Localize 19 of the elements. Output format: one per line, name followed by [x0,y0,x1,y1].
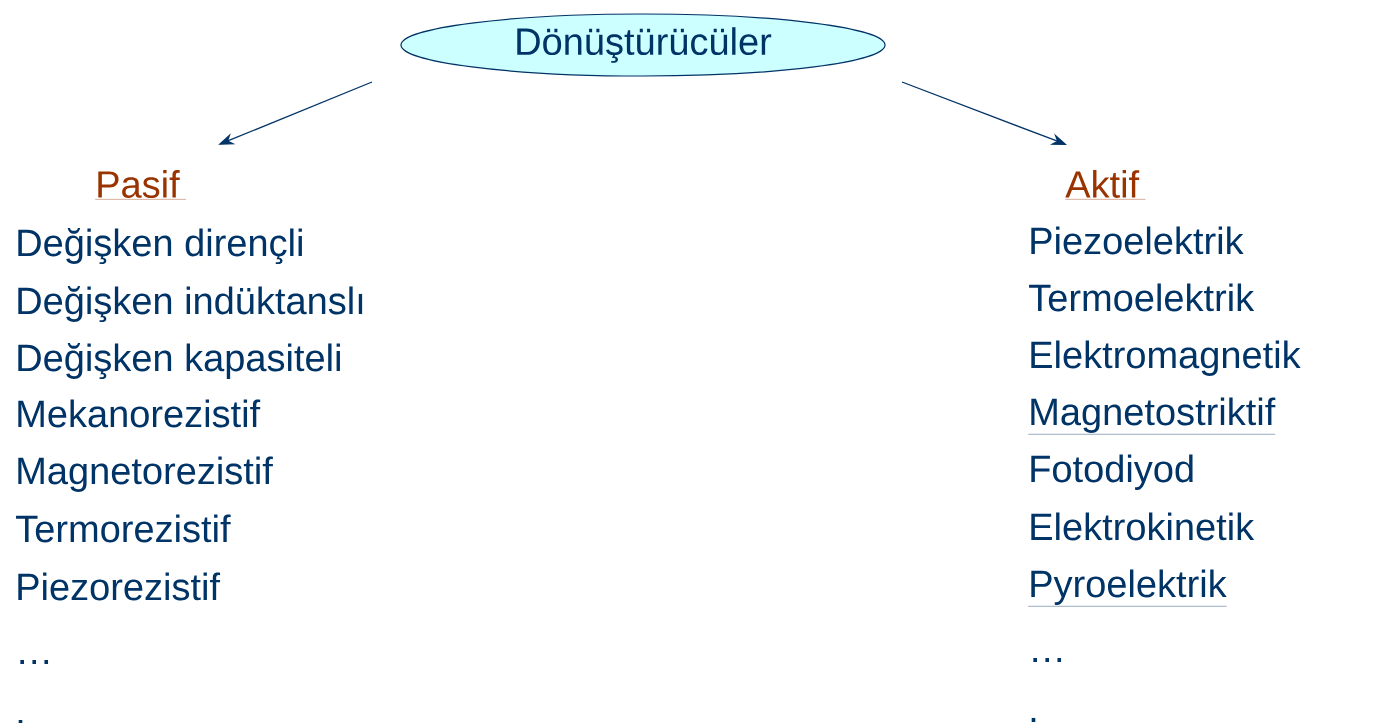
list-item: Değişken dirençli [18,228,302,265]
list-item: Fotodiyod [1031,454,1193,490]
category-heading: Pasif [95,170,187,200]
list-item: Magnetorezistif [18,456,273,492]
list-item: … [20,659,49,664]
list-item: Elektrokinetik [1031,512,1255,541]
list-item: Piezoelektrik [1031,226,1244,255]
list-item: Piezorezistif [18,572,221,601]
list-item: … [1033,657,1062,662]
list-item: Değişken kapasiteli [18,343,340,380]
list-item: Magnetostriktif [1028,397,1276,435]
list-item: Değişken indüktanslı [18,286,363,323]
list-item: Termoelektrik [1029,283,1255,312]
list-item: Mekanorezistif [18,399,261,428]
list-item: . [1031,717,1036,722]
list-item: Termorezistif [16,514,231,543]
category-heading: Aktif [1065,170,1146,200]
list-item: Elektromagnetik [1031,340,1301,376]
list-item: Pyroelektrik [1028,569,1227,607]
